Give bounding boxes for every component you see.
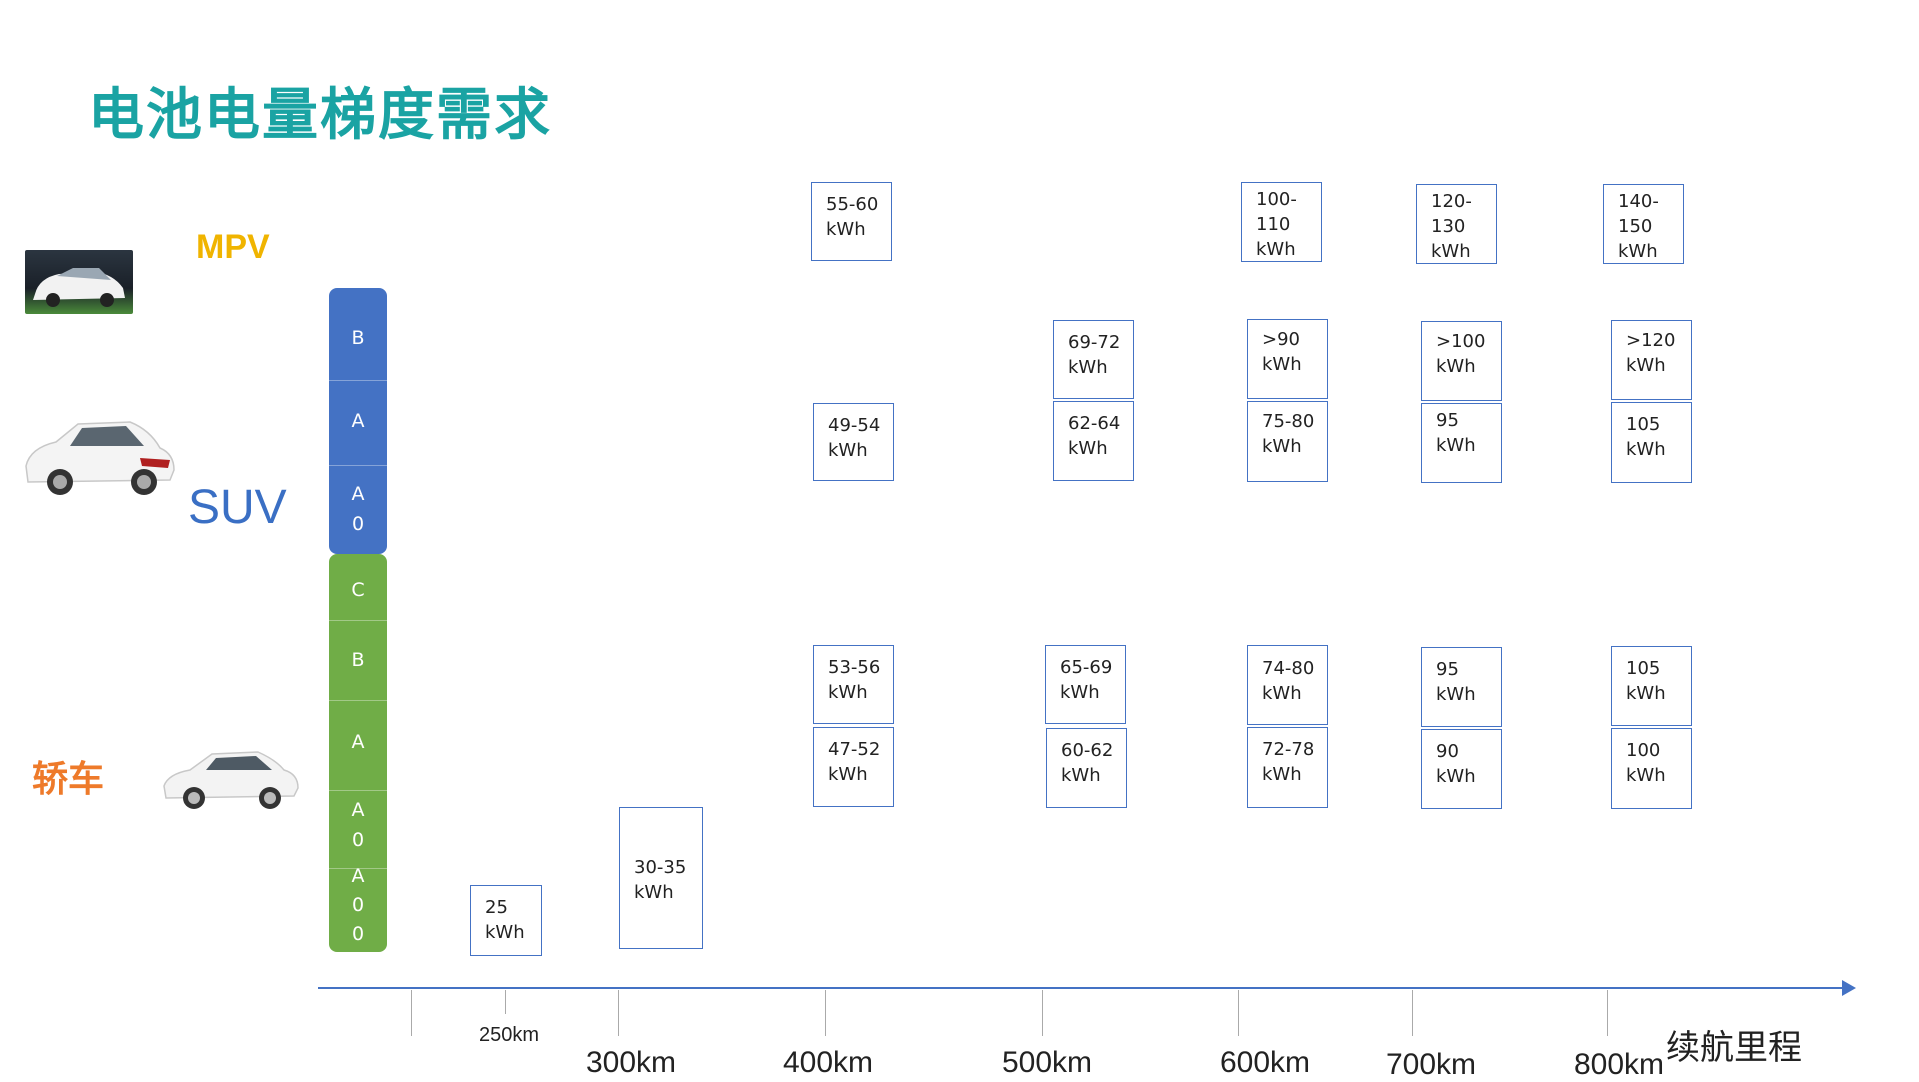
category-label-mpv: MPV — [196, 228, 270, 266]
axis-title: 续航里程 — [1666, 1028, 1802, 1068]
suv-segment-b: B — [351, 327, 365, 349]
axis-tick — [1607, 990, 1608, 1036]
axis-tick-label: 400km — [783, 1046, 874, 1079]
axis-tick — [1042, 990, 1043, 1036]
sedan-segment-a0: A 0 — [351, 799, 365, 851]
sedan-segment-c: C — [351, 579, 365, 601]
segment-divider — [329, 380, 387, 381]
suv-class-bar — [329, 288, 387, 554]
car-photo-suv-icon — [20, 408, 178, 503]
category-label-sedan: 轿车 — [32, 758, 105, 799]
axis-tick — [505, 990, 506, 1014]
axis-tick — [411, 990, 412, 1036]
sedan-segment-a: A — [351, 731, 365, 753]
segment-divider — [329, 868, 387, 869]
segment-divider — [329, 620, 387, 621]
axis-tick-label: 500km — [1002, 1046, 1093, 1079]
axis-tick — [825, 990, 826, 1036]
suv-segment-a0: A 0 — [351, 483, 365, 535]
range-axis-line — [318, 987, 1848, 989]
segment-divider — [329, 700, 387, 701]
axis-tick-label: 800km — [1574, 1048, 1665, 1081]
car-photo-sedan-icon — [160, 740, 300, 812]
segment-divider — [329, 465, 387, 466]
axis-arrow-icon — [1842, 980, 1856, 996]
axis-tick — [1238, 990, 1239, 1036]
segment-divider — [329, 790, 387, 791]
sedan-class-bar — [329, 554, 387, 952]
axis-tick — [618, 990, 619, 1036]
axis-tick-label: 250km — [479, 1024, 540, 1046]
suv-segment-a: A — [351, 410, 365, 432]
axis-tick-label: 700km — [1386, 1048, 1477, 1081]
axis-tick-label: 300km — [586, 1046, 677, 1079]
axis-tick-label: 600km — [1220, 1046, 1311, 1079]
sedan-segment-b: B — [351, 649, 365, 671]
page-title: 电池电量梯度需求 — [88, 83, 552, 148]
axis-tick — [1412, 990, 1413, 1036]
sedan-segment-a00: A 0 0 — [351, 865, 365, 945]
car-photo-mpv-icon — [25, 250, 133, 314]
category-label-suv: SUV — [188, 481, 287, 534]
